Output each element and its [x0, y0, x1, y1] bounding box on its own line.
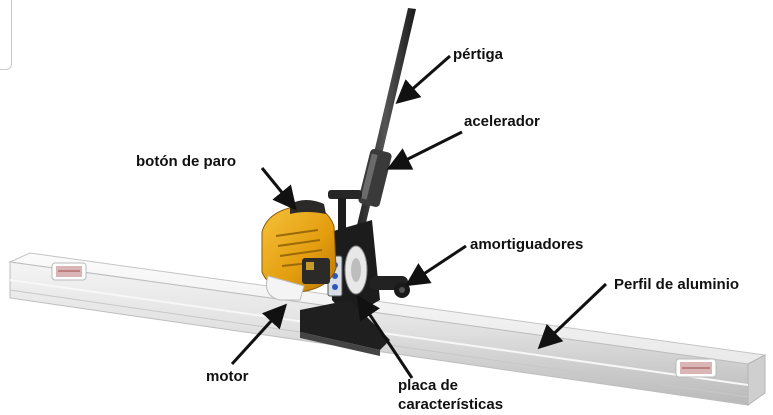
- label-pertiga: pértiga: [453, 46, 504, 63]
- arrow-pertiga: [395, 54, 451, 104]
- left-logo-badge: [51, 262, 87, 281]
- callout-arrows: [230, 54, 608, 379]
- label-amortiguadores: amortiguadores: [470, 236, 584, 253]
- label-acelerador: acelerador: [464, 113, 540, 130]
- label-placa-de-caracteristicas-line2: características: [398, 396, 504, 413]
- arrow-placa: [356, 295, 414, 379]
- arrow-boton-de-paro: [260, 167, 297, 211]
- label-motor: motor: [206, 368, 249, 385]
- right-logo-badge: [675, 358, 717, 378]
- base-plate: [300, 300, 390, 356]
- engine: [261, 200, 337, 301]
- arrow-motor: [230, 303, 288, 366]
- label-boton-de-paro: botón de paro: [136, 153, 236, 170]
- pole: [354, 8, 416, 240]
- arrow-perfil-de-aluminio: [537, 282, 608, 350]
- label-perfil-de-aluminio: Perfil de aluminio: [614, 276, 740, 293]
- arrow-amortiguadores: [404, 244, 467, 287]
- throttle: [328, 190, 362, 232]
- corner-frame: [0, 0, 12, 70]
- arrow-acelerador: [386, 130, 463, 170]
- label-placa-de-caracteristicas-line1: placa de: [398, 377, 459, 394]
